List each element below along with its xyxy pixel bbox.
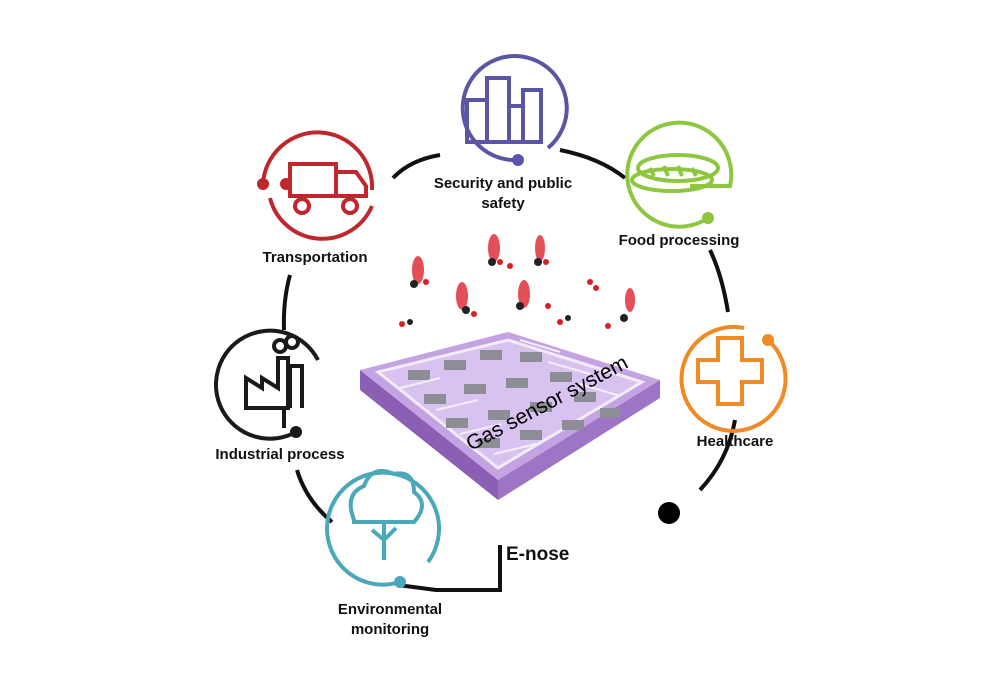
label-food-processing: Food processing xyxy=(618,232,740,249)
food-sausage-icon xyxy=(625,120,734,229)
gas-molecules xyxy=(399,234,635,329)
tree-icon xyxy=(325,469,442,588)
medical-cross-icon xyxy=(679,324,788,433)
label-security-and-public-safety: Security and public safety xyxy=(433,175,573,212)
gas-sensor-chip xyxy=(360,332,660,500)
city-buildings-icon xyxy=(460,54,569,166)
factory-icon xyxy=(214,328,320,441)
label-transportation: Transportation xyxy=(262,249,368,266)
label-healthcare: Healthcare xyxy=(696,433,774,450)
label-e-nose: E-nose xyxy=(506,544,570,565)
delivery-truck-icon xyxy=(257,130,375,241)
ring-connector xyxy=(281,148,737,592)
ring-end-dot xyxy=(658,502,680,524)
label-environmental-monitoring: Environmental monitoring xyxy=(337,601,443,638)
label-industrial-process: Industrial process xyxy=(215,446,345,463)
